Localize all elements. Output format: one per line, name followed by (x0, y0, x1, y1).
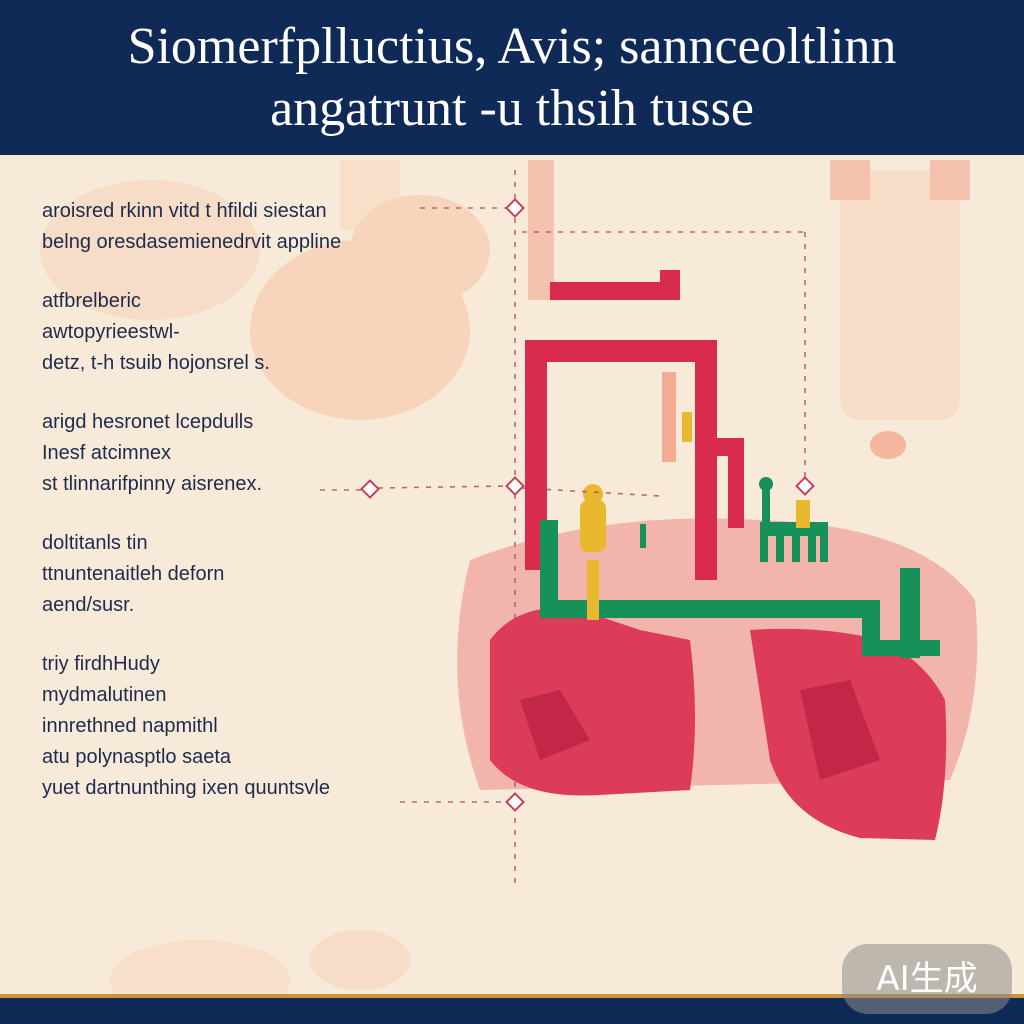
label-line: awtopyrieestwl- (42, 321, 180, 343)
crimson-pipes (525, 270, 744, 580)
label-group: doltitanls tin ttnuntenaitleh deforn aend/… (42, 528, 442, 621)
footer-stripe (0, 994, 1024, 998)
title-line-1: Siomerfplluctius, Avis; sannceoltlinn (127, 18, 897, 75)
label-line: belng oresdasemienedrvit appline (42, 231, 342, 253)
label-line: st tlinnarifpinny aisrenex. (42, 473, 263, 495)
label-line: detz, t-h tsuib hojonsrel s. (42, 352, 270, 374)
label-line: triy firdhHudy (42, 653, 160, 675)
guide-lines (320, 170, 806, 890)
ai-generated-watermark: AI生成 (842, 944, 1012, 1014)
label-line: aroisred rkinn vitd t hfildi siestan (42, 200, 327, 222)
label-line: yuet dartnunthing ixen quuntsvle (42, 777, 330, 799)
label-line: doltitanls tin (42, 532, 148, 554)
label-line: aend/susr. (42, 594, 135, 616)
label-line: arigd hesronet lcepdulls (42, 411, 254, 433)
header-banner: Siomerfplluctius, Avis; sannceoltlinn an… (0, 0, 1024, 155)
green-pipes (540, 477, 940, 658)
label-group: aroisred rkinn vitd t hfildi siestan beln… (42, 196, 442, 258)
annotation-labels: aroisred rkinn vitd t hfildi siestan beln… (42, 196, 442, 832)
label-line: Inesf atcimnex (42, 442, 171, 464)
page-title: Siomerfplluctius, Avis; sannceoltlinn an… (0, 16, 1024, 140)
label-line: atfbrelberic (42, 290, 141, 312)
label-line: mydmalutinen (42, 684, 167, 706)
label-group: triy firdhHudy mydmalutinen innrethned nap… (42, 649, 442, 804)
label-group: atfbrelberic awtopyrieestwl-detz, t-h tsu… (42, 286, 442, 379)
label-line: atu polynasptlo saeta (42, 746, 232, 768)
title-line-2: angatrunt -u thsih tusse (270, 80, 754, 137)
small-figures (580, 372, 810, 620)
label-line: ttnuntenaitleh deforn (42, 563, 225, 585)
diamond-markers (360, 198, 815, 812)
label-line: innrethned napmithl (42, 715, 218, 737)
